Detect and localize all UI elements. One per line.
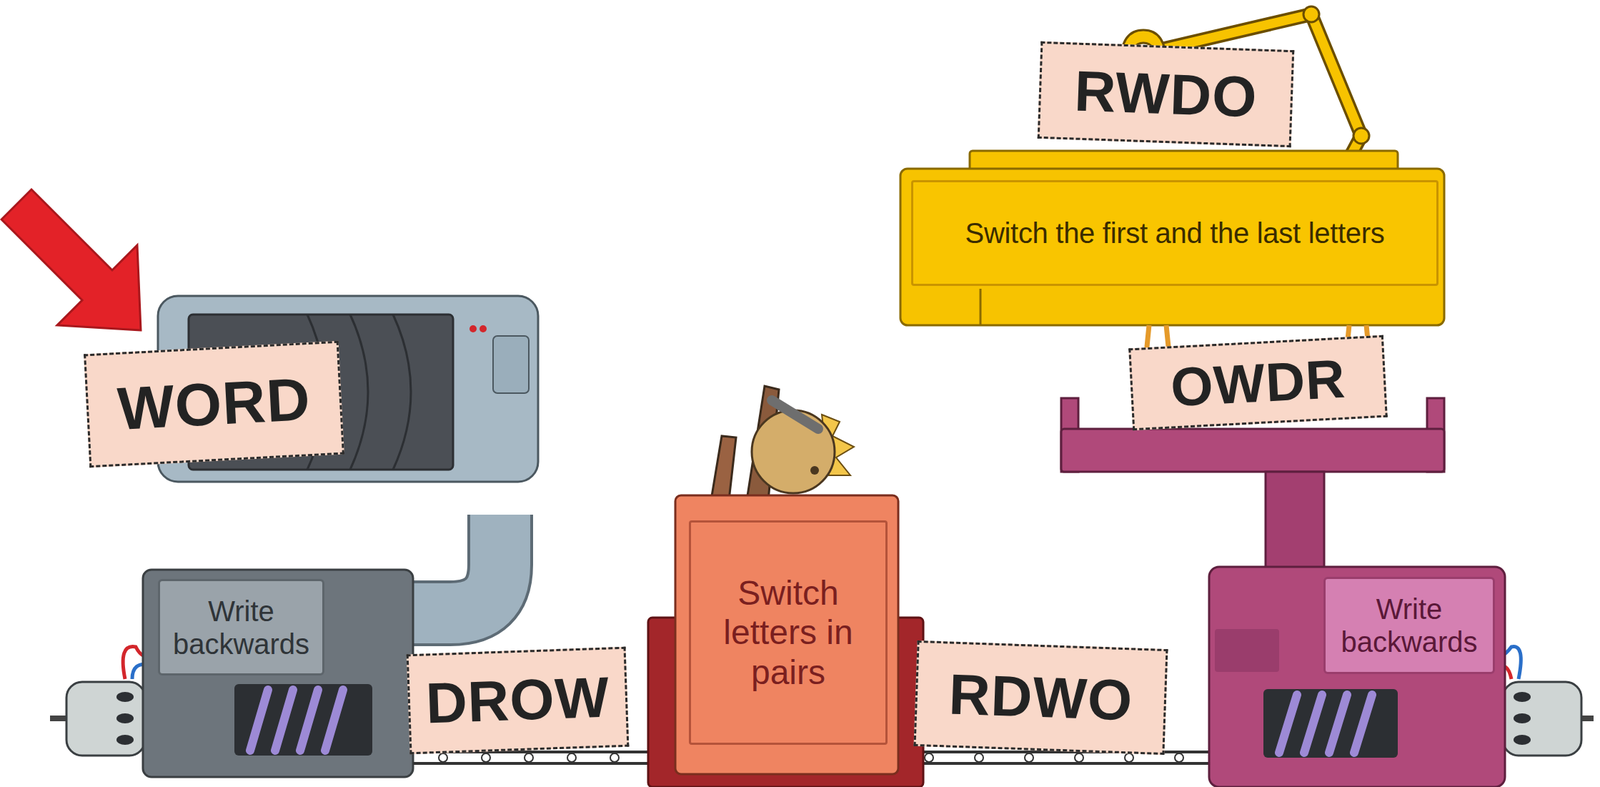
screw-thread <box>1279 694 1373 753</box>
arm-joint <box>1353 127 1370 144</box>
motor-vent <box>1513 691 1531 702</box>
lever-arm <box>771 400 819 429</box>
roller <box>1024 753 1034 762</box>
instruction-text: Switch letters in pairs <box>716 573 860 692</box>
screw-window <box>234 683 373 756</box>
roller <box>524 753 534 762</box>
motor-vent <box>1513 713 1531 724</box>
machine-front <box>675 495 899 774</box>
conveyor-belt <box>413 761 676 765</box>
gear <box>751 410 835 494</box>
arm-joint <box>1303 6 1320 23</box>
motor <box>1502 681 1582 756</box>
conveyor-belt <box>898 761 1220 765</box>
motor <box>66 681 146 756</box>
feeder-panel <box>493 335 529 394</box>
roller <box>1124 753 1134 762</box>
word-card: WORD <box>83 340 345 468</box>
word-text: RWDO <box>1073 58 1259 131</box>
motor-vent <box>1513 734 1531 745</box>
machine-label: Switch letters in pairs <box>688 520 888 745</box>
gear-pin <box>810 465 819 475</box>
roller <box>610 753 619 762</box>
machine-label: Switch the first and the last letters <box>911 180 1439 286</box>
word-text: OWDR <box>1169 346 1348 419</box>
roller <box>1174 753 1184 762</box>
machine-label: Write backwards <box>1323 576 1495 674</box>
word-card: RDWO <box>913 640 1169 755</box>
machine-body <box>142 569 414 777</box>
panel-seam <box>979 288 982 326</box>
roller <box>481 753 491 762</box>
tray <box>1061 428 1445 472</box>
machine-body <box>900 168 1445 326</box>
indicator-light <box>469 325 477 333</box>
instruction-text: Switch the first and the last letters <box>965 216 1385 250</box>
motor-vent <box>116 734 134 745</box>
word-text: WORD <box>115 364 313 444</box>
instruction-text: Write backwards <box>160 594 323 661</box>
roller <box>924 753 934 762</box>
indicator-light <box>479 325 487 333</box>
roller <box>438 753 448 762</box>
word-card: RWDO <box>1037 41 1295 148</box>
word-card: DROW <box>406 646 630 755</box>
word-text: DROW <box>424 664 611 737</box>
roller <box>1074 753 1084 762</box>
motor-vent <box>116 713 134 724</box>
screw-window <box>1263 688 1398 758</box>
body-panel <box>1214 628 1280 672</box>
screw-thread <box>250 689 344 751</box>
pointer-arrow <box>1 189 141 331</box>
lever <box>711 435 737 501</box>
machine-body <box>1209 566 1505 787</box>
word-card: OWDR <box>1128 335 1388 431</box>
machine-label: Write backwards <box>157 578 325 676</box>
word-text: RDWO <box>947 661 1134 734</box>
roller <box>567 753 576 762</box>
instruction-text: Write backwards <box>1325 592 1493 659</box>
roller <box>974 753 984 762</box>
motor-vent <box>116 691 134 702</box>
